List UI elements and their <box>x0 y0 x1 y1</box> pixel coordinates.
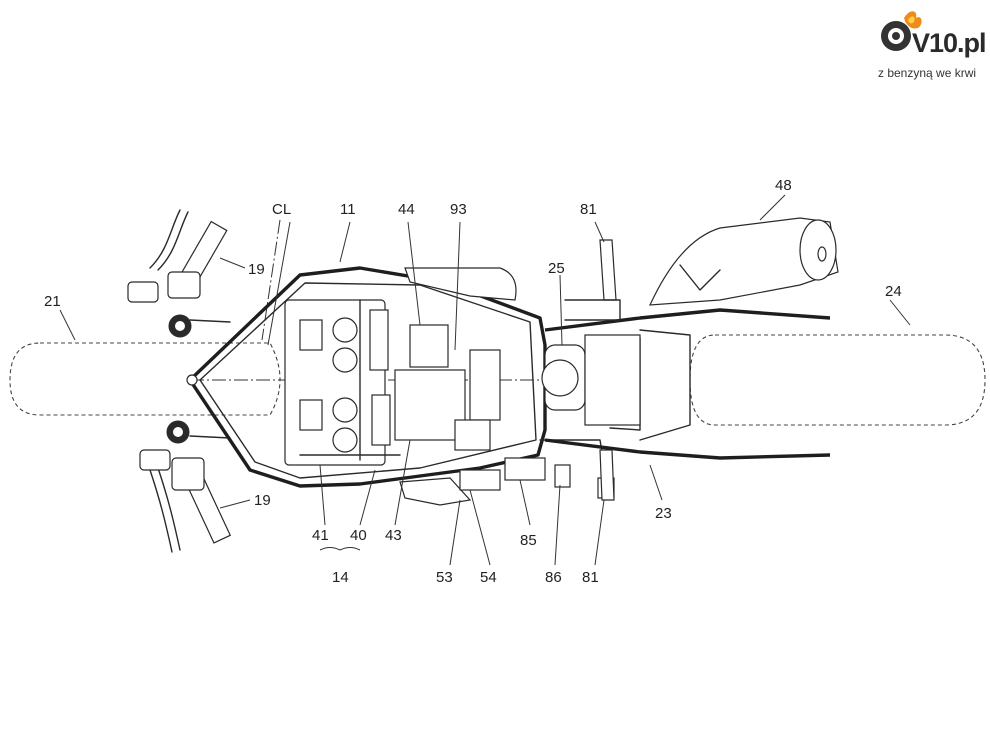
label-21: 21 <box>44 293 61 310</box>
label-86: 86 <box>545 569 562 586</box>
label-23: 23 <box>655 505 672 522</box>
label-19-top: 19 <box>248 261 265 278</box>
label-48: 48 <box>775 177 792 194</box>
label-81-bottom: 81 <box>582 569 599 586</box>
engine-block <box>285 300 500 465</box>
label-53: 53 <box>436 569 453 586</box>
label-19-bottom: 19 <box>254 492 271 509</box>
rear-wheel-outline <box>690 335 985 425</box>
footpeg-top <box>565 240 620 320</box>
centerline-tick <box>262 220 280 340</box>
label-11: 11 <box>340 201 356 218</box>
footpeg-bottom <box>600 450 614 500</box>
label-54: 54 <box>480 569 497 586</box>
label-41: 41 <box>312 527 329 544</box>
handlebar-bottom <box>140 421 230 552</box>
label-40: 40 <box>350 527 367 544</box>
label-93: 93 <box>450 201 467 218</box>
lower-components <box>400 440 614 505</box>
swingarm <box>542 310 830 458</box>
label-44: 44 <box>398 201 415 218</box>
label-25: 25 <box>548 260 565 277</box>
label-24: 24 <box>885 283 902 300</box>
airbox <box>405 268 516 300</box>
label-cl: CL <box>272 201 291 218</box>
label-14: 14 <box>332 569 349 586</box>
label-43: 43 <box>385 527 402 544</box>
label-85: 85 <box>520 532 537 549</box>
exhaust-muffler <box>650 218 838 305</box>
handlebar-top <box>128 210 230 337</box>
label-81-top: 81 <box>580 201 597 218</box>
front-wheel-outline <box>10 343 280 415</box>
